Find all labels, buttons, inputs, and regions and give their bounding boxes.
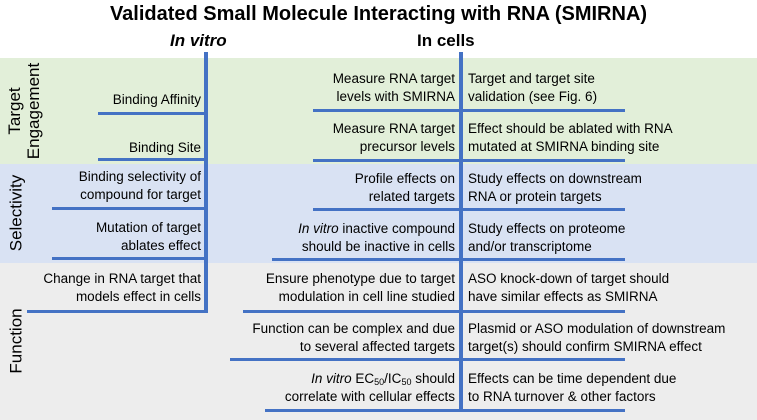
in-vitro-branch <box>27 310 208 313</box>
in-cells-item-inactive-compound: In vitro inactive compound should be ina… <box>298 221 455 254</box>
diagram-title: Validated Small Molecule Interacting wit… <box>109 3 648 25</box>
in-cells-branch <box>313 159 625 162</box>
in-vitro-vertical-line <box>204 52 208 313</box>
category-target-engagement: Target Engagement <box>5 62 43 160</box>
in-cells-item-profile: Profile effects on related targets <box>354 171 455 204</box>
in-vitro-branch <box>52 207 208 210</box>
in-cells-item-precursor: Measure RNA target precursor levels <box>332 121 455 154</box>
in-vitro-item-binding-site: Binding Site <box>128 140 201 155</box>
in-cells-branch <box>272 258 625 261</box>
in-cells-item-measure-levels: Measure RNA target levels with SMIRNA <box>332 71 455 104</box>
in-cells-vertical-line <box>459 52 463 412</box>
in-cells-branch <box>265 409 625 412</box>
in-cells-item-ec50: In vitro EC50/IC50 should correlate with… <box>284 371 455 404</box>
category-selectivity: Selectivity <box>6 174 26 252</box>
in-cells-item-time-dependent: Effects can be time dependent due to RNA… <box>468 371 677 404</box>
in-cells-item-plasmid: Plasmid or ASO modulation of downstream … <box>468 321 726 354</box>
in-vitro-item-mutation: Mutation of target ablates effect <box>95 220 201 253</box>
in-vitro-item-binding-selectivity: Binding selectivity of compound for targ… <box>78 169 201 202</box>
in-vitro-branch <box>98 158 208 161</box>
in-cells-item-downstream: Study effects on downstream RNA or prote… <box>468 171 642 204</box>
in-cells-item-ablated: Effect should be ablated with RNA mutate… <box>468 121 673 154</box>
band-function <box>0 263 757 420</box>
header-in-cells: In cells <box>417 31 475 50</box>
header-in-vitro: In vitro <box>170 31 227 50</box>
in-cells-item-target-validation: Target and target site validation (see F… <box>468 71 598 104</box>
in-vitro-item-binding-affinity: Binding Affinity <box>112 92 201 107</box>
in-vitro-item-change-rna: Change in RNA target that models effect … <box>43 271 201 304</box>
in-cells-branch <box>313 208 625 211</box>
in-cells-branch <box>313 109 625 112</box>
category-function: Function <box>6 308 26 374</box>
in-cells-item-function-complex: Function can be complex and due to sever… <box>252 321 455 354</box>
in-cells-item-phenotype: Ensure phenotype due to target modulatio… <box>265 271 455 304</box>
in-cells-item-aso-knockdown: ASO knock-down of target should have sim… <box>468 271 670 304</box>
in-vitro-branch <box>52 257 208 260</box>
in-vitro-branch <box>98 112 208 115</box>
in-cells-branch <box>243 310 625 313</box>
in-cells-item-proteome: Study effects on proteome and/or transcr… <box>468 221 626 254</box>
band-selectivity <box>0 164 757 263</box>
in-cells-branch <box>230 358 625 361</box>
